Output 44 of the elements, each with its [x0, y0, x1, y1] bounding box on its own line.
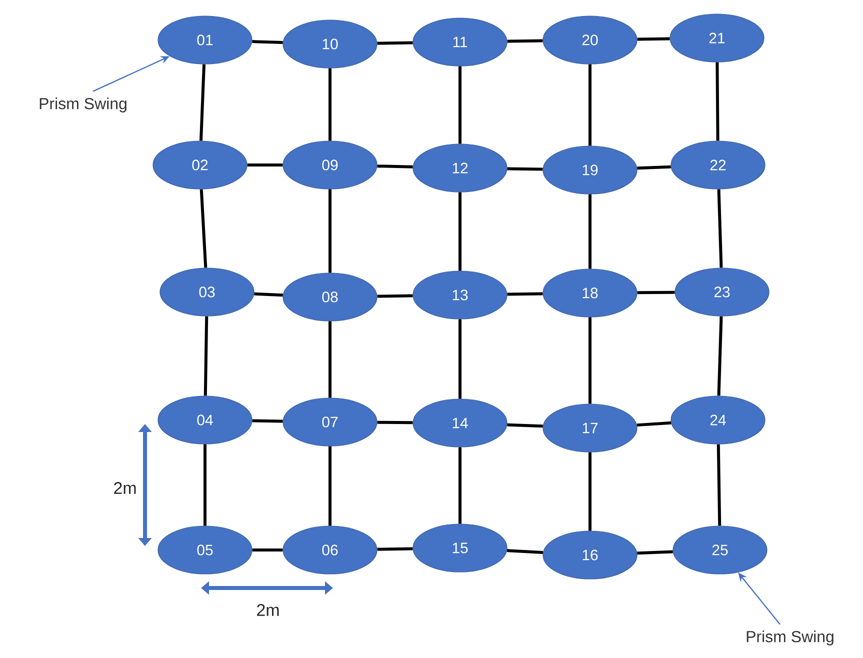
node-label: Prism Swing — [746, 630, 834, 646]
connector-line — [247, 164, 283, 166]
connector-line — [506, 549, 544, 554]
connector-line — [637, 290, 675, 294]
connector-line — [716, 62, 720, 141]
connector-line — [507, 39, 543, 43]
connector-line — [588, 194, 592, 269]
connector-line — [252, 419, 283, 423]
connector-line — [328, 446, 332, 526]
connector-line — [588, 452, 592, 531]
connector-line — [588, 64, 592, 146]
connector-line — [328, 68, 332, 141]
dimension-label: 2m — [114, 482, 136, 494]
connector-line — [328, 189, 332, 273]
connector-line — [377, 294, 413, 298]
connector-line — [377, 41, 413, 45]
connector-line — [717, 189, 723, 268]
connector-line — [458, 447, 462, 524]
connector-line — [716, 444, 722, 526]
connector-line — [507, 167, 543, 171]
connector-line — [204, 316, 208, 396]
connector-line — [637, 165, 671, 170]
connector-line — [252, 548, 283, 552]
connector-line — [199, 64, 206, 141]
connector-line — [637, 37, 670, 41]
connector-line — [636, 421, 672, 427]
connector-line — [254, 292, 283, 297]
connector-line — [200, 189, 208, 268]
connector-line — [637, 550, 673, 555]
connector-line — [717, 316, 723, 396]
connector-line — [507, 292, 543, 296]
connector-line — [458, 319, 462, 399]
connector-line — [588, 317, 592, 404]
dimension-label: 2m — [257, 604, 279, 616]
connector-line — [458, 66, 462, 144]
node-label: Prism Swing — [40, 98, 126, 112]
connector-line — [458, 192, 462, 271]
connector-line — [377, 547, 413, 551]
connector-line — [507, 423, 543, 428]
connector-line — [252, 40, 283, 44]
connector-line — [377, 164, 413, 168]
connector-line — [377, 420, 413, 424]
connector-line — [204, 444, 206, 526]
connector-line — [328, 321, 332, 398]
